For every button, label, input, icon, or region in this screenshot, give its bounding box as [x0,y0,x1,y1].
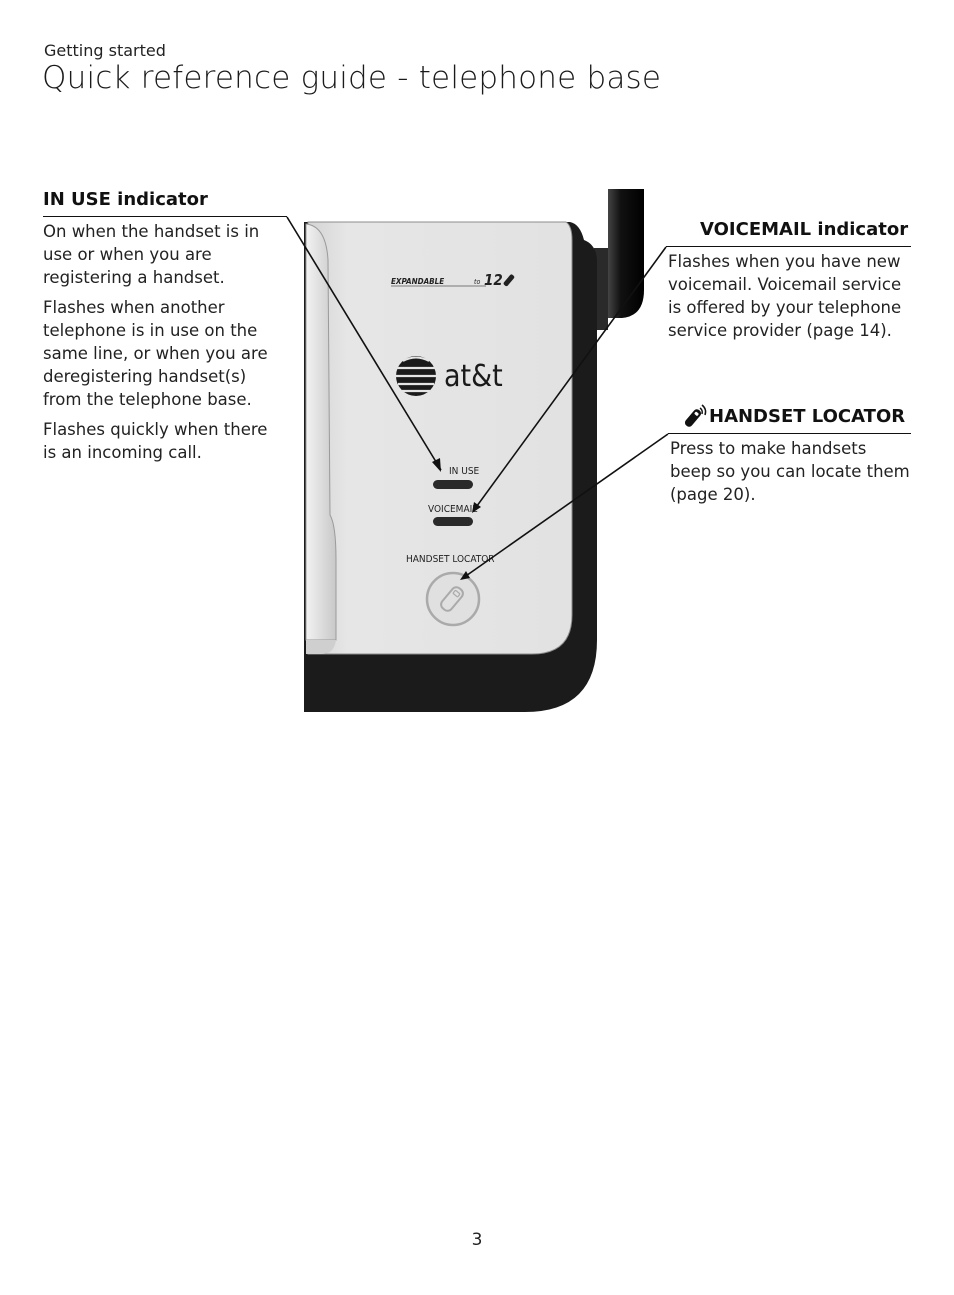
locator-heading: HANDSET LOCATOR [709,406,906,427]
svg-text:at&t: at&t [444,359,503,394]
svg-text:to: to [474,278,480,286]
antenna [594,189,644,330]
in-use-paragraph-2: Flashes when another telephone is in use… [43,298,268,409]
locator-rule [668,433,911,434]
in-use-heading: IN USE indicator [43,189,208,210]
expandable-logo: EXPANDABLE to 12 [391,271,515,289]
svg-text:EXPANDABLE: EXPANDABLE [391,277,444,286]
leader-lines [286,216,669,580]
in-use-indicator: IN USE [433,466,480,489]
handset-icon [682,404,708,434]
in-use-paragraph-1: On when the handset is in use or when yo… [43,222,260,287]
voicemail-indicator: VOICEMAIL [428,504,477,526]
cradle-edge [305,223,337,641]
voicemail-heading: VOICEMAIL indicator [700,219,909,240]
telephone-base-illustration: EXPANDABLE to 12 at&t IN USE VOICEMAIL H… [286,189,669,712]
in-use-rule [43,216,287,217]
voicemail-paragraph: Flashes when you have new voicemail. Voi… [668,252,902,340]
voicemail-rule [666,246,911,247]
in-use-paragraph-3: Flashes quickly when there is an incomin… [43,420,268,462]
svg-text:HANDSET LOCATOR: HANDSET LOCATOR [406,554,495,565]
svg-text:IN USE: IN USE [449,466,480,477]
att-logo: at&t [396,356,503,396]
svg-text:VOICEMAIL: VOICEMAIL [428,504,477,515]
locator-paragraph: Press to make handsets beep so you can l… [670,439,910,504]
section-label: Getting started [44,41,166,60]
base-face [307,221,573,655]
page-number: 3 [471,1230,483,1250]
svg-text:12: 12 [484,271,503,289]
page-title: Quick reference guide - telephone base [42,60,662,96]
handset-locator-button[interactable]: HANDSET LOCATOR [406,554,495,627]
